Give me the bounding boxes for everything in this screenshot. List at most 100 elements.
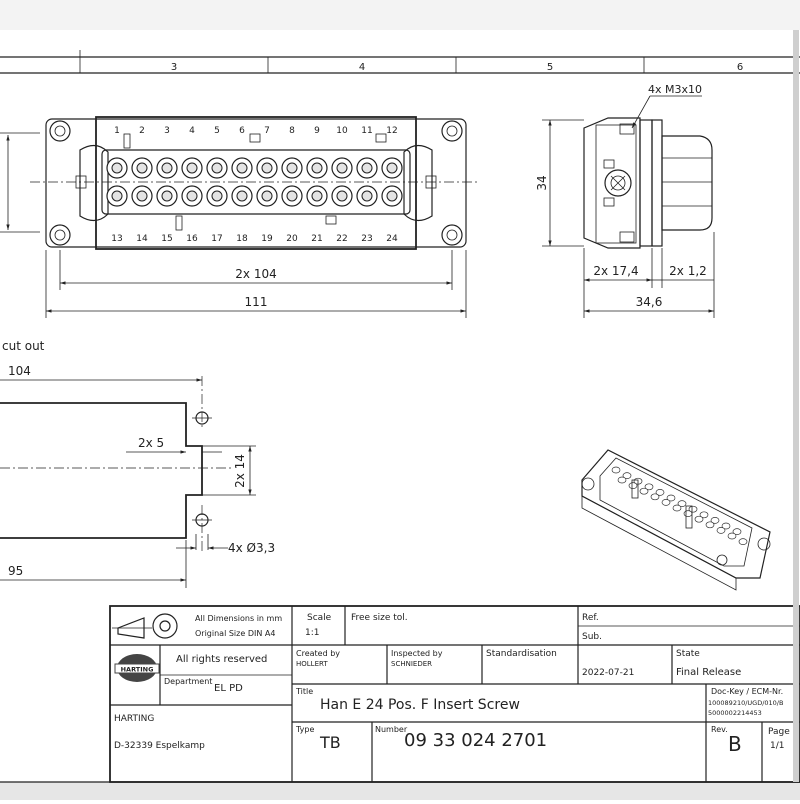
- iso-side-face: [581, 495, 737, 591]
- contact-socket-icon: [156, 185, 178, 207]
- contact-socket-icon: [106, 185, 128, 207]
- screw-icon: [581, 477, 595, 491]
- contact-socket-icon: [131, 185, 153, 207]
- rights-note: All rights reserved: [176, 654, 267, 665]
- side-detail: [603, 159, 615, 169]
- insert-body: [95, 116, 417, 250]
- pin-label: 11: [361, 126, 372, 136]
- number-label: Number: [375, 725, 408, 734]
- side-detail: [603, 197, 615, 207]
- iso-contact: [611, 466, 621, 474]
- leader-line: [631, 95, 651, 129]
- coding-pin: [375, 133, 387, 143]
- iso-body: [581, 449, 771, 579]
- screw-icon: [604, 169, 632, 197]
- drawing-title: Han E 24 Pos. F Insert Screw: [320, 697, 520, 713]
- release-date: 2022-07-21: [582, 668, 634, 678]
- contact-socket-icon: [356, 185, 378, 207]
- pin-label: 18: [236, 234, 248, 244]
- iso-contact: [710, 517, 720, 524]
- mounting-hole-icon: [192, 513, 212, 527]
- logo-text: HARTING: [121, 666, 154, 674]
- pin-label: 21: [311, 234, 322, 244]
- flange-outline: [45, 118, 467, 248]
- pin-label: 15: [161, 234, 172, 244]
- contact-grid: [106, 157, 403, 207]
- contact-socket-icon: [131, 157, 153, 179]
- contact-socket-icon: [356, 157, 378, 179]
- contact-socket-icon: [281, 185, 303, 207]
- iso-contact: [655, 489, 665, 496]
- dimension-label: 2x 1,2: [669, 264, 707, 278]
- column-number: 6: [737, 62, 743, 73]
- front-view: 1 2 3 4 5 6 7 8 9 10 11 12 13 14 15 16 1…: [0, 116, 480, 318]
- dockey-value: 5000002214453: [708, 709, 762, 717]
- side-flange-2: [651, 119, 663, 247]
- title-block: All Dimensions in mm Original Size DIN A…: [109, 605, 800, 783]
- dims-note: All Dimensions in mm: [195, 614, 282, 623]
- contact-socket-icon: [381, 185, 403, 207]
- iso-contact: [732, 528, 742, 535]
- coding-pin: [249, 133, 261, 143]
- ref-label: Ref.: [582, 613, 599, 623]
- contact-socket-icon: [256, 157, 278, 179]
- contact-socket-icon: [306, 185, 328, 207]
- iso-contact: [699, 511, 709, 519]
- department-label: Department: [164, 677, 212, 686]
- pin-label: 2: [139, 126, 145, 136]
- page-value: 1/1: [770, 741, 784, 751]
- dockey-label: Doc-Key / ECM-Nr.: [711, 687, 783, 696]
- contact-socket-icon: [106, 157, 128, 179]
- department-value: EL PD: [214, 683, 243, 694]
- state-label: State: [676, 649, 700, 659]
- pin-label: 8: [289, 126, 295, 136]
- contact-socket-icon: [181, 185, 203, 207]
- dimension-label: 2x 14: [233, 454, 247, 488]
- coding-pin: [123, 133, 131, 149]
- pin-label: 1: [114, 126, 120, 136]
- pin-label: 9: [314, 126, 320, 136]
- iso-top-face: [599, 457, 753, 567]
- column-number: 4: [359, 62, 365, 73]
- screw-icon: [716, 554, 728, 566]
- side-screw-head: [619, 231, 635, 243]
- pin-labels: 1 2 3 4 5 6 7 8 9 10 11 12 13 14 15 16 1…: [111, 126, 398, 244]
- iso-contact: [721, 522, 731, 530]
- contact-socket-icon: [331, 185, 353, 207]
- state-value: Final Release: [676, 667, 741, 678]
- iso-contact: [617, 476, 627, 484]
- dimension-label: 111: [245, 295, 268, 309]
- contact-socket-icon: [181, 157, 203, 179]
- pin-label: 3: [164, 126, 170, 136]
- sub-label: Sub.: [582, 632, 602, 642]
- pin-label: 10: [336, 126, 348, 136]
- title-label: Title: [295, 687, 313, 696]
- dimension-label: 4x Ø3,3: [228, 541, 275, 555]
- iso-coding-pin: [685, 505, 693, 529]
- iso-contacts: [611, 466, 748, 545]
- coding-pin: [325, 215, 337, 225]
- contact-socket-icon: [256, 185, 278, 207]
- isometric-view: [581, 449, 771, 591]
- iso-contact: [628, 482, 638, 489]
- pin-label: 6: [239, 126, 245, 136]
- cutout-view: cut out 104 2x 5 2x 14 4x Ø3,3: [0, 339, 275, 588]
- rev-value: B: [728, 732, 742, 756]
- pin-label: 4: [189, 126, 195, 136]
- dimension-label: 95: [8, 564, 23, 578]
- pin-label: 12: [386, 126, 397, 136]
- contact-socket-icon: [281, 157, 303, 179]
- iso-contact: [738, 538, 748, 545]
- side-view: 4x M3x10 34 2x 17,4 2x 1,2 34,6: [535, 83, 715, 318]
- pin-label: 20: [286, 234, 298, 244]
- part-number: 09 33 024 2701: [404, 730, 547, 751]
- rev-label: Rev.: [711, 725, 728, 734]
- contact-socket-icon: [231, 157, 253, 179]
- pin-label: 7: [264, 126, 270, 136]
- dimension-label: 34,6: [636, 295, 663, 309]
- contact-socket-icon: [331, 157, 353, 179]
- type-value: TB: [319, 733, 341, 752]
- iso-contact: [694, 515, 704, 523]
- pin-label: 24: [386, 234, 398, 244]
